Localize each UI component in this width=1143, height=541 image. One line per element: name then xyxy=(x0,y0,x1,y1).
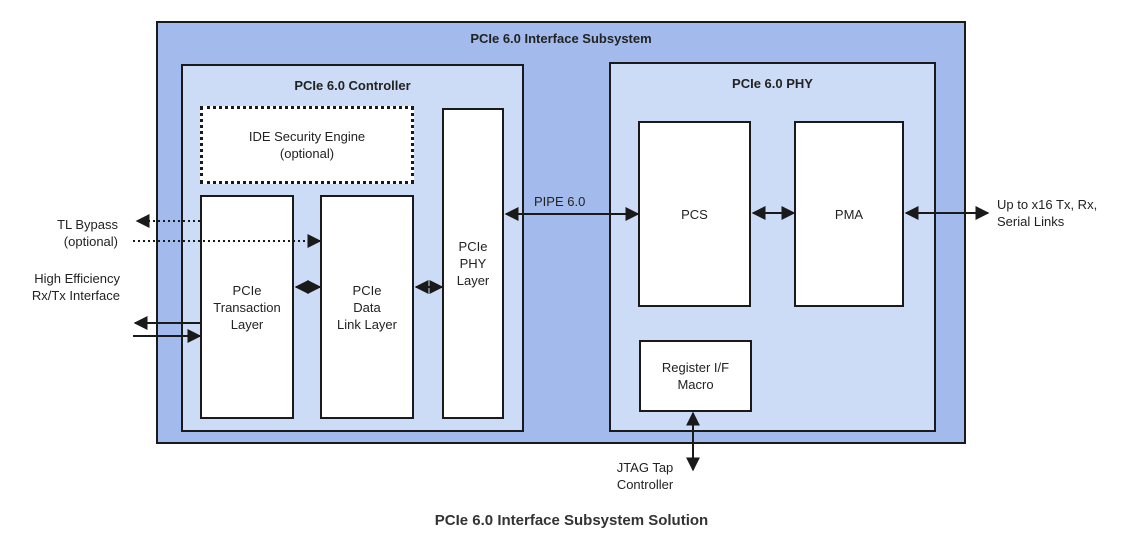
serial-links-label: Up to x16 Tx, Rx, Serial Links xyxy=(997,197,1098,229)
tl-bypass-label: TL Bypass (optional) xyxy=(57,217,118,249)
phy-layer-block: PCIe PHY Layer xyxy=(442,108,504,419)
figure-caption: PCIe 6.0 Interface Subsystem Solution xyxy=(434,512,709,529)
pma-block: PMA xyxy=(794,121,904,307)
subsystem-title: PCIe 6.0 Interface Subsystem xyxy=(470,31,652,46)
controller-title: PCIe 6.0 Controller xyxy=(294,78,411,93)
phy-title: PCIe 6.0 PHY xyxy=(732,76,813,91)
ide-security-engine-block: IDE Security Engine (optional) xyxy=(200,106,414,184)
jtag-label: JTAG Tap Controller xyxy=(616,460,674,492)
pipe-label: PIPE 6.0 xyxy=(534,194,586,209)
data-link-layer-block: PCIe Data Link Layer xyxy=(320,195,414,419)
high-efficiency-label: High Efficiency Rx/Tx Interface xyxy=(31,271,120,303)
transaction-layer-block: PCIe Transaction Layer xyxy=(200,195,294,419)
pcs-block: PCS xyxy=(638,121,751,307)
register-if-macro-block: Register I/F Macro xyxy=(639,340,752,412)
